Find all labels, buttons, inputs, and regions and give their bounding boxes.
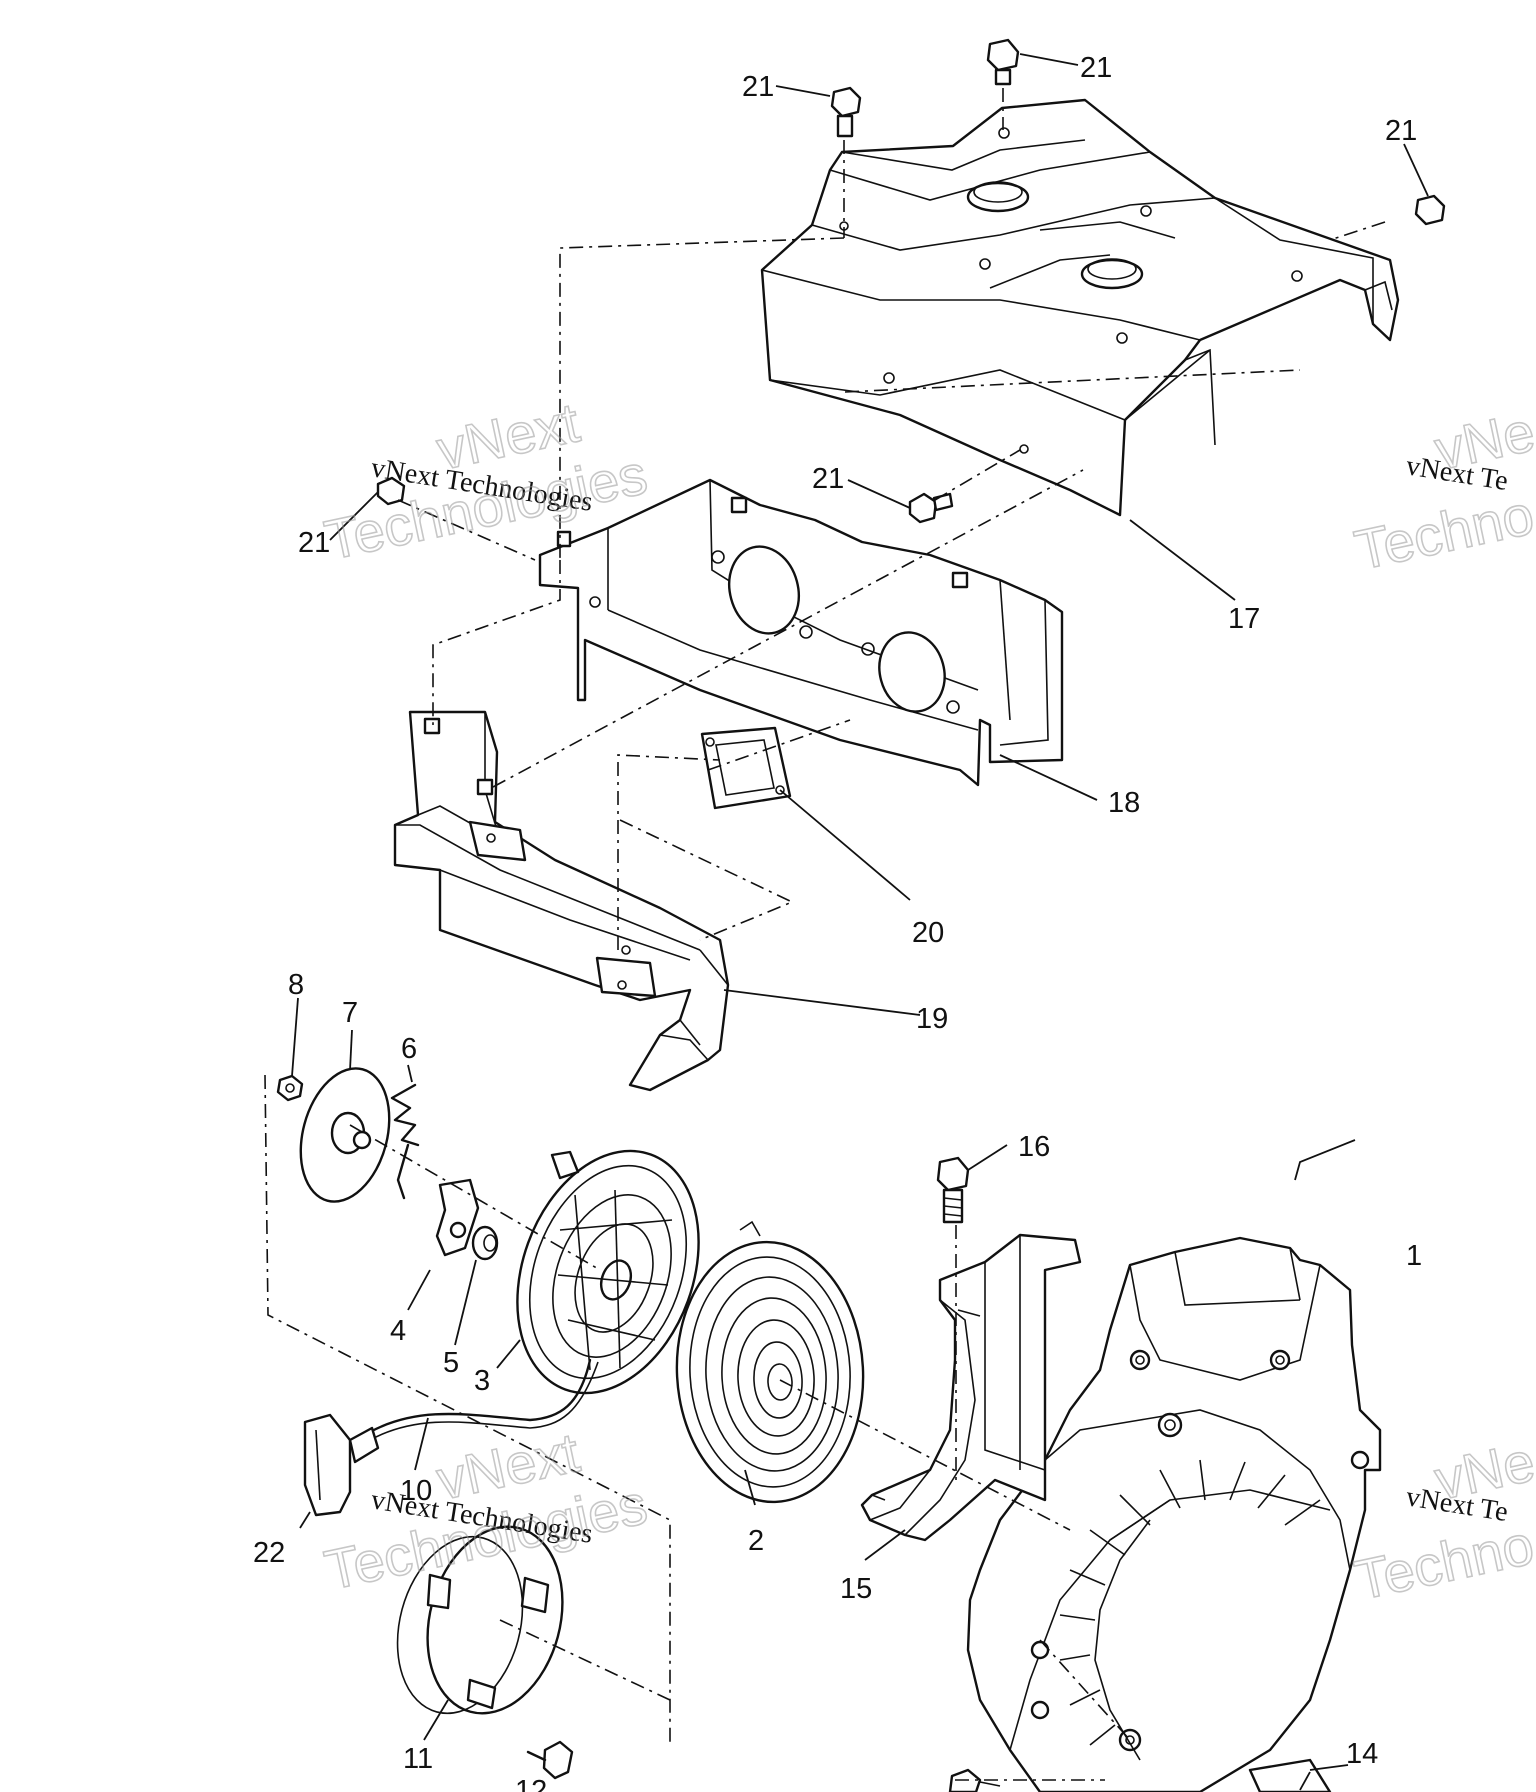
part-2-recoil-spring: [675, 1220, 865, 1504]
callout-7: 7: [342, 997, 358, 1029]
part-21-bolt-e: [376, 476, 406, 506]
fan-housing-vanes: [1059, 1459, 1321, 1761]
assembly-center-lines: [264, 88, 1386, 1781]
part-18-middle-shroud: [538, 478, 1064, 787]
part-16-bolt: [936, 1156, 970, 1224]
part-21-bolt-d: [908, 492, 954, 524]
callout-11: 11: [403, 1743, 433, 1775]
part-22-starter-handle: [303, 1413, 380, 1517]
callout-8: 8: [288, 969, 304, 1001]
part-4-ratchet-pawl: [435, 1178, 480, 1257]
part-7-starter-cup: [299, 1067, 391, 1203]
callout-22: 22: [253, 1537, 285, 1569]
part-6-clip-spring: [390, 1083, 420, 1200]
part-14-bolt: [948, 1768, 1001, 1792]
part-20-gasket: [700, 726, 792, 810]
watermark-word-right-lower: Techno: [1349, 1513, 1536, 1612]
callout-14: 14: [1346, 1738, 1378, 1770]
callout-18: 18: [1108, 787, 1140, 819]
callout-12: 12: [515, 1775, 547, 1792]
part-15-air-guide: [860, 1233, 1082, 1542]
part-17-top-shroud: [760, 98, 1400, 517]
callout-1: 1: [1406, 1240, 1422, 1272]
callout-21-b: 21: [1080, 52, 1112, 84]
callout-17: 17: [1228, 603, 1260, 635]
part-3-recoil-pulley: [516, 1149, 700, 1395]
part-21-bolt-a: [830, 86, 862, 138]
part-5-shaft: [471, 1225, 499, 1261]
part-19-lower-bracket: [393, 710, 730, 1092]
callout-15: 15: [840, 1573, 872, 1605]
part-1-fan-housing: [966, 1236, 1382, 1792]
callout-4: 4: [390, 1315, 406, 1347]
part-8-nut: [276, 1074, 304, 1102]
callout-21-a: 21: [742, 71, 774, 103]
callout-3: 3: [474, 1365, 490, 1397]
part-10-starter-rope: [368, 1358, 599, 1441]
callout-21-c: 21: [1385, 115, 1417, 147]
part-11-starter-cup: [396, 1525, 564, 1715]
callout-20: 20: [912, 917, 944, 949]
callout-21-e: 21: [298, 527, 330, 559]
callout-6: 6: [401, 1033, 417, 1065]
callout-5: 5: [443, 1347, 459, 1379]
callout-21-d: 21: [812, 463, 844, 495]
callout-leader-lines: [291, 53, 1429, 1791]
watermark-word-right: Techno: [1349, 483, 1536, 582]
part-12-bolt: [526, 1740, 574, 1780]
callout-2: 2: [748, 1525, 764, 1557]
callout-labels: 1 2 3 4 5 6 7 8 10 11 12 14 15 16 17 18 …: [253, 52, 1422, 1792]
callout-16: 16: [1018, 1131, 1050, 1163]
part-21-bolt-b: [986, 38, 1020, 86]
callout-10: 10: [400, 1475, 432, 1507]
part-21-bolt-c: [1414, 194, 1446, 226]
callout-19: 19: [916, 1003, 948, 1035]
